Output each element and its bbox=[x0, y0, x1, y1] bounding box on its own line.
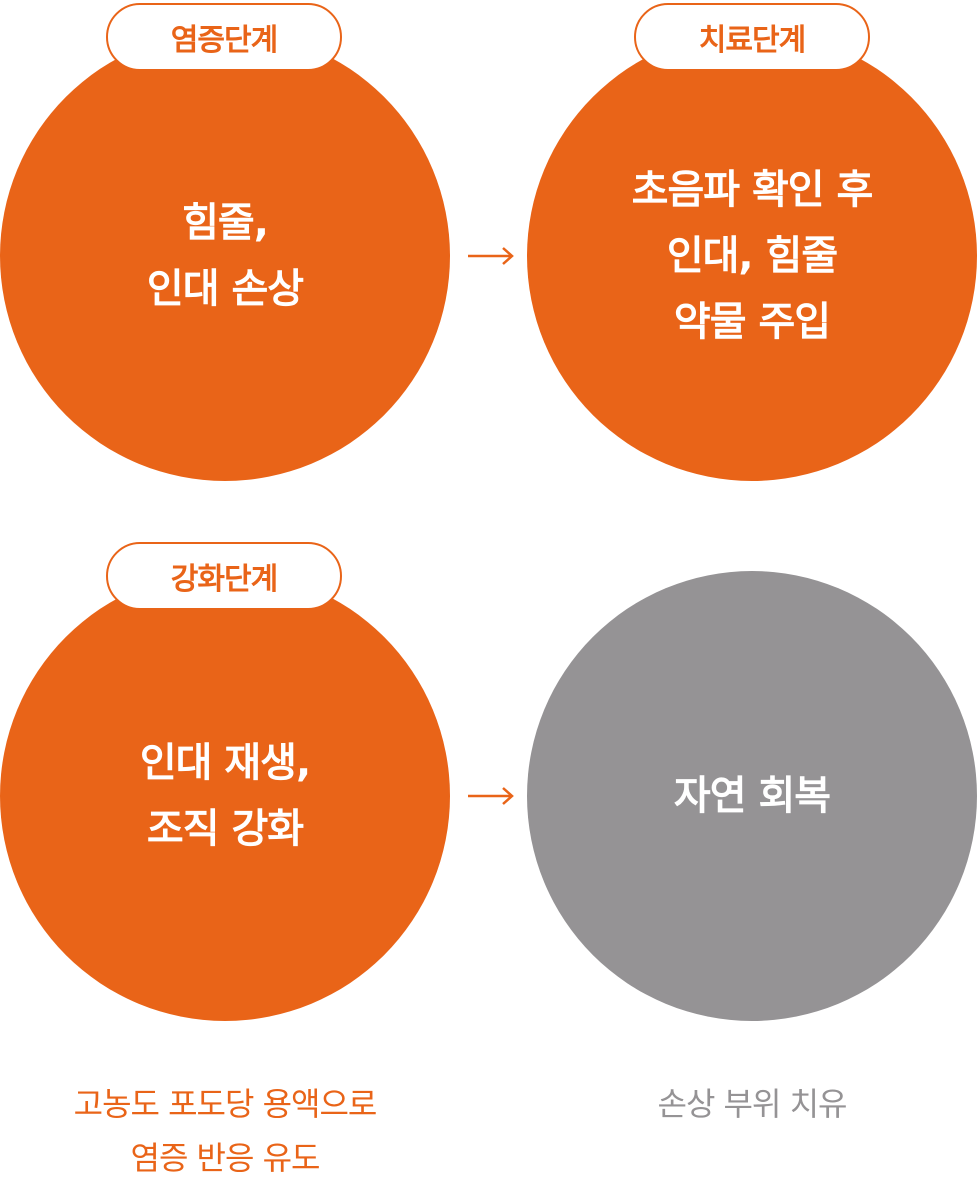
arrow-right-icon bbox=[468, 247, 514, 265]
stage-text-strengthening: 인대 재생, 조직 강화 bbox=[139, 740, 311, 852]
arrow-right-icon bbox=[468, 787, 514, 805]
stage-circle-treatment: 초음파 확인 후 인대, 힘줄 약물 주입 bbox=[527, 31, 977, 481]
stage-text-natural-recovery: 자연 회복 bbox=[673, 773, 831, 819]
stage-text-treatment: 초음파 확인 후 인대, 힘줄 약물 주입 bbox=[631, 167, 874, 345]
stage-circle-strengthening: 인대 재생, 조직 강화 bbox=[0, 571, 450, 1021]
stage-tag-inflammation: 염증단계 bbox=[106, 3, 342, 71]
stage-tag-strengthening: 강화단계 bbox=[106, 542, 342, 610]
stage-circle-inflammation: 힘줄, 인대 손상 bbox=[0, 31, 450, 481]
stage-circle-natural-recovery: 자연 회복 bbox=[527, 571, 977, 1021]
caption-prolotherapy: 고농도 포도당 용액으로 염증 반응 유도 bbox=[73, 1085, 378, 1177]
caption-natural-recovery: 손상 부위 치유 bbox=[657, 1085, 848, 1123]
stage-text-inflammation: 힘줄, 인대 손상 bbox=[146, 200, 304, 312]
stage-tag-treatment: 치료단계 bbox=[634, 3, 870, 71]
